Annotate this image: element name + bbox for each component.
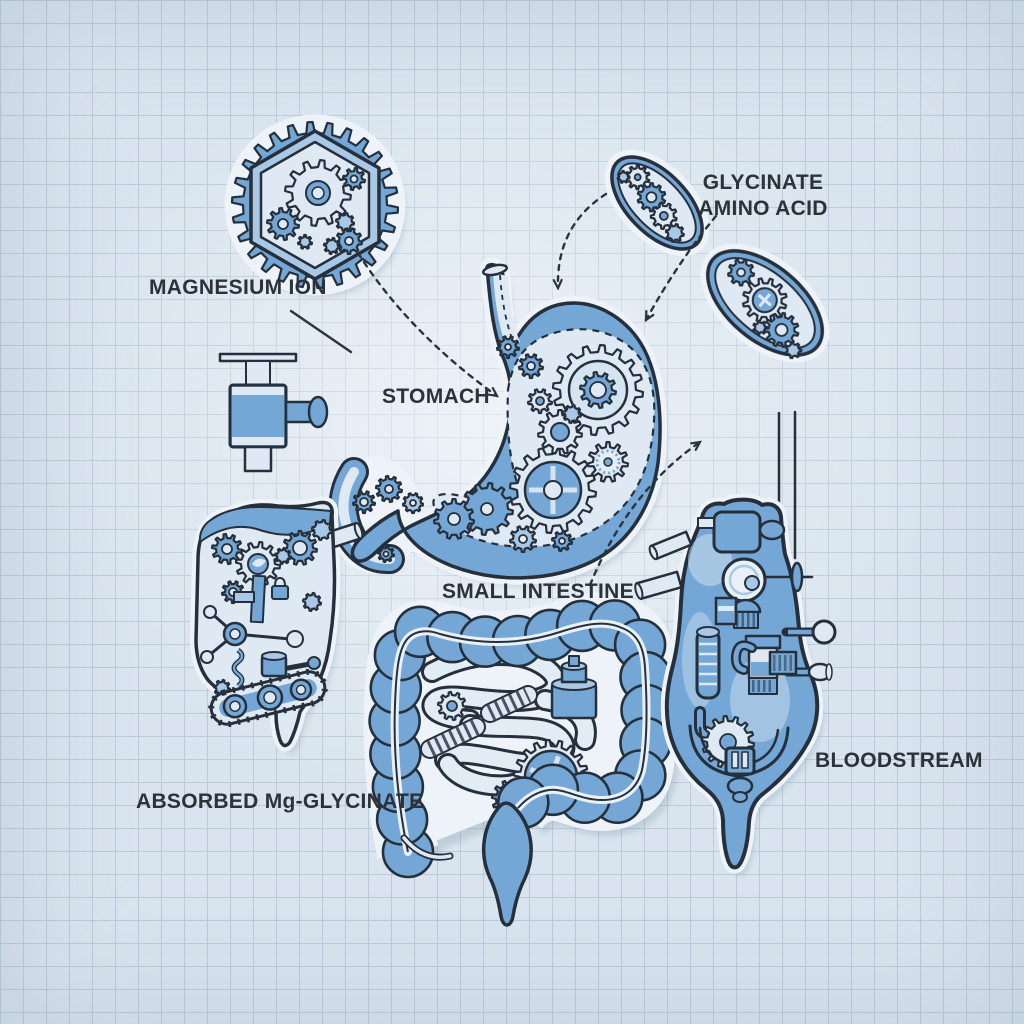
gear-icon xyxy=(376,544,396,564)
gear-icon xyxy=(763,311,800,349)
glycinate-capsule-top xyxy=(604,149,710,257)
label-bloodstream: BLOODSTREAM xyxy=(815,749,983,772)
plunger-knob xyxy=(811,619,837,645)
gear-icon xyxy=(436,690,468,722)
absorbed-pouch-figure xyxy=(189,496,364,752)
bottom-canister xyxy=(724,746,756,776)
intestine-figure xyxy=(363,592,678,927)
gear-icon xyxy=(273,546,293,566)
gear-icon xyxy=(784,341,803,360)
valve-handle xyxy=(218,352,298,363)
label-glycinate-line2: AMINO ACID xyxy=(698,197,828,221)
valve-figure xyxy=(218,352,329,473)
gear-icon xyxy=(341,166,367,192)
pump-head xyxy=(712,510,762,554)
label-small-intestine: SMALL INTESTINE xyxy=(442,580,634,603)
annotation-arrows xyxy=(289,192,718,587)
gear-icon xyxy=(526,388,554,415)
valve-flange xyxy=(307,395,329,429)
lock-icon xyxy=(271,585,289,600)
label-absorbed-mg-glycinate: ABSORBED Mg-GLYCINATE xyxy=(136,790,424,813)
arrow-glycinate-to-stomach xyxy=(644,214,718,320)
canister xyxy=(550,655,598,720)
gear-icon xyxy=(517,353,545,380)
gear-icon xyxy=(351,490,377,515)
gear-icon xyxy=(432,498,476,540)
gear-icon xyxy=(322,236,342,256)
gear-icon xyxy=(550,529,574,553)
magnesium-ion-figure xyxy=(224,114,406,296)
arrow-intestine-to-bloodstream xyxy=(588,442,700,587)
rectum-drop xyxy=(481,801,533,927)
gear-icon xyxy=(636,182,667,213)
gear-icon xyxy=(579,371,617,409)
magnesium-label-leader-line xyxy=(289,309,353,354)
gear-icon xyxy=(495,335,521,360)
bloodstream-machinery xyxy=(634,510,837,803)
label-glycinate-line1: GLYCINATE xyxy=(702,171,824,194)
gear-icon xyxy=(752,319,769,336)
gear-icon xyxy=(296,233,314,250)
gear-icon xyxy=(624,164,651,191)
gear-icon xyxy=(649,201,678,230)
gear-icon xyxy=(726,258,756,287)
esophagus-opening xyxy=(481,263,509,277)
valve-stem xyxy=(245,360,271,386)
gear-icon xyxy=(265,206,301,242)
gear-icon xyxy=(616,169,631,184)
gear-icon xyxy=(310,518,334,542)
pouch-conveyor xyxy=(208,668,328,728)
glycinate-capsule-bottom xyxy=(700,243,830,363)
gear-icon xyxy=(210,532,244,566)
label-glycinate-amino-acid: GLYCINATE AMINO ACID xyxy=(688,170,838,223)
gear-icon xyxy=(664,223,685,244)
bloodstream-figure xyxy=(634,410,837,874)
stomach-figure xyxy=(328,257,668,585)
gear-icon xyxy=(301,591,323,613)
label-stomach: STOMACH xyxy=(382,385,490,408)
arrow-capsule-to-stomach xyxy=(558,192,608,288)
gear-icon xyxy=(401,492,425,515)
gear-icon xyxy=(508,525,538,553)
esophagus-lumen xyxy=(493,273,520,351)
gear-icon xyxy=(561,403,583,425)
valve-stub xyxy=(243,445,273,473)
label-magnesium-ion: MAGNESIUM ION xyxy=(149,276,327,299)
pouch-crossbar xyxy=(233,591,255,603)
gear-icon xyxy=(334,211,356,233)
gear-icon xyxy=(374,474,404,504)
arrow-ion-to-stomach xyxy=(356,251,497,396)
